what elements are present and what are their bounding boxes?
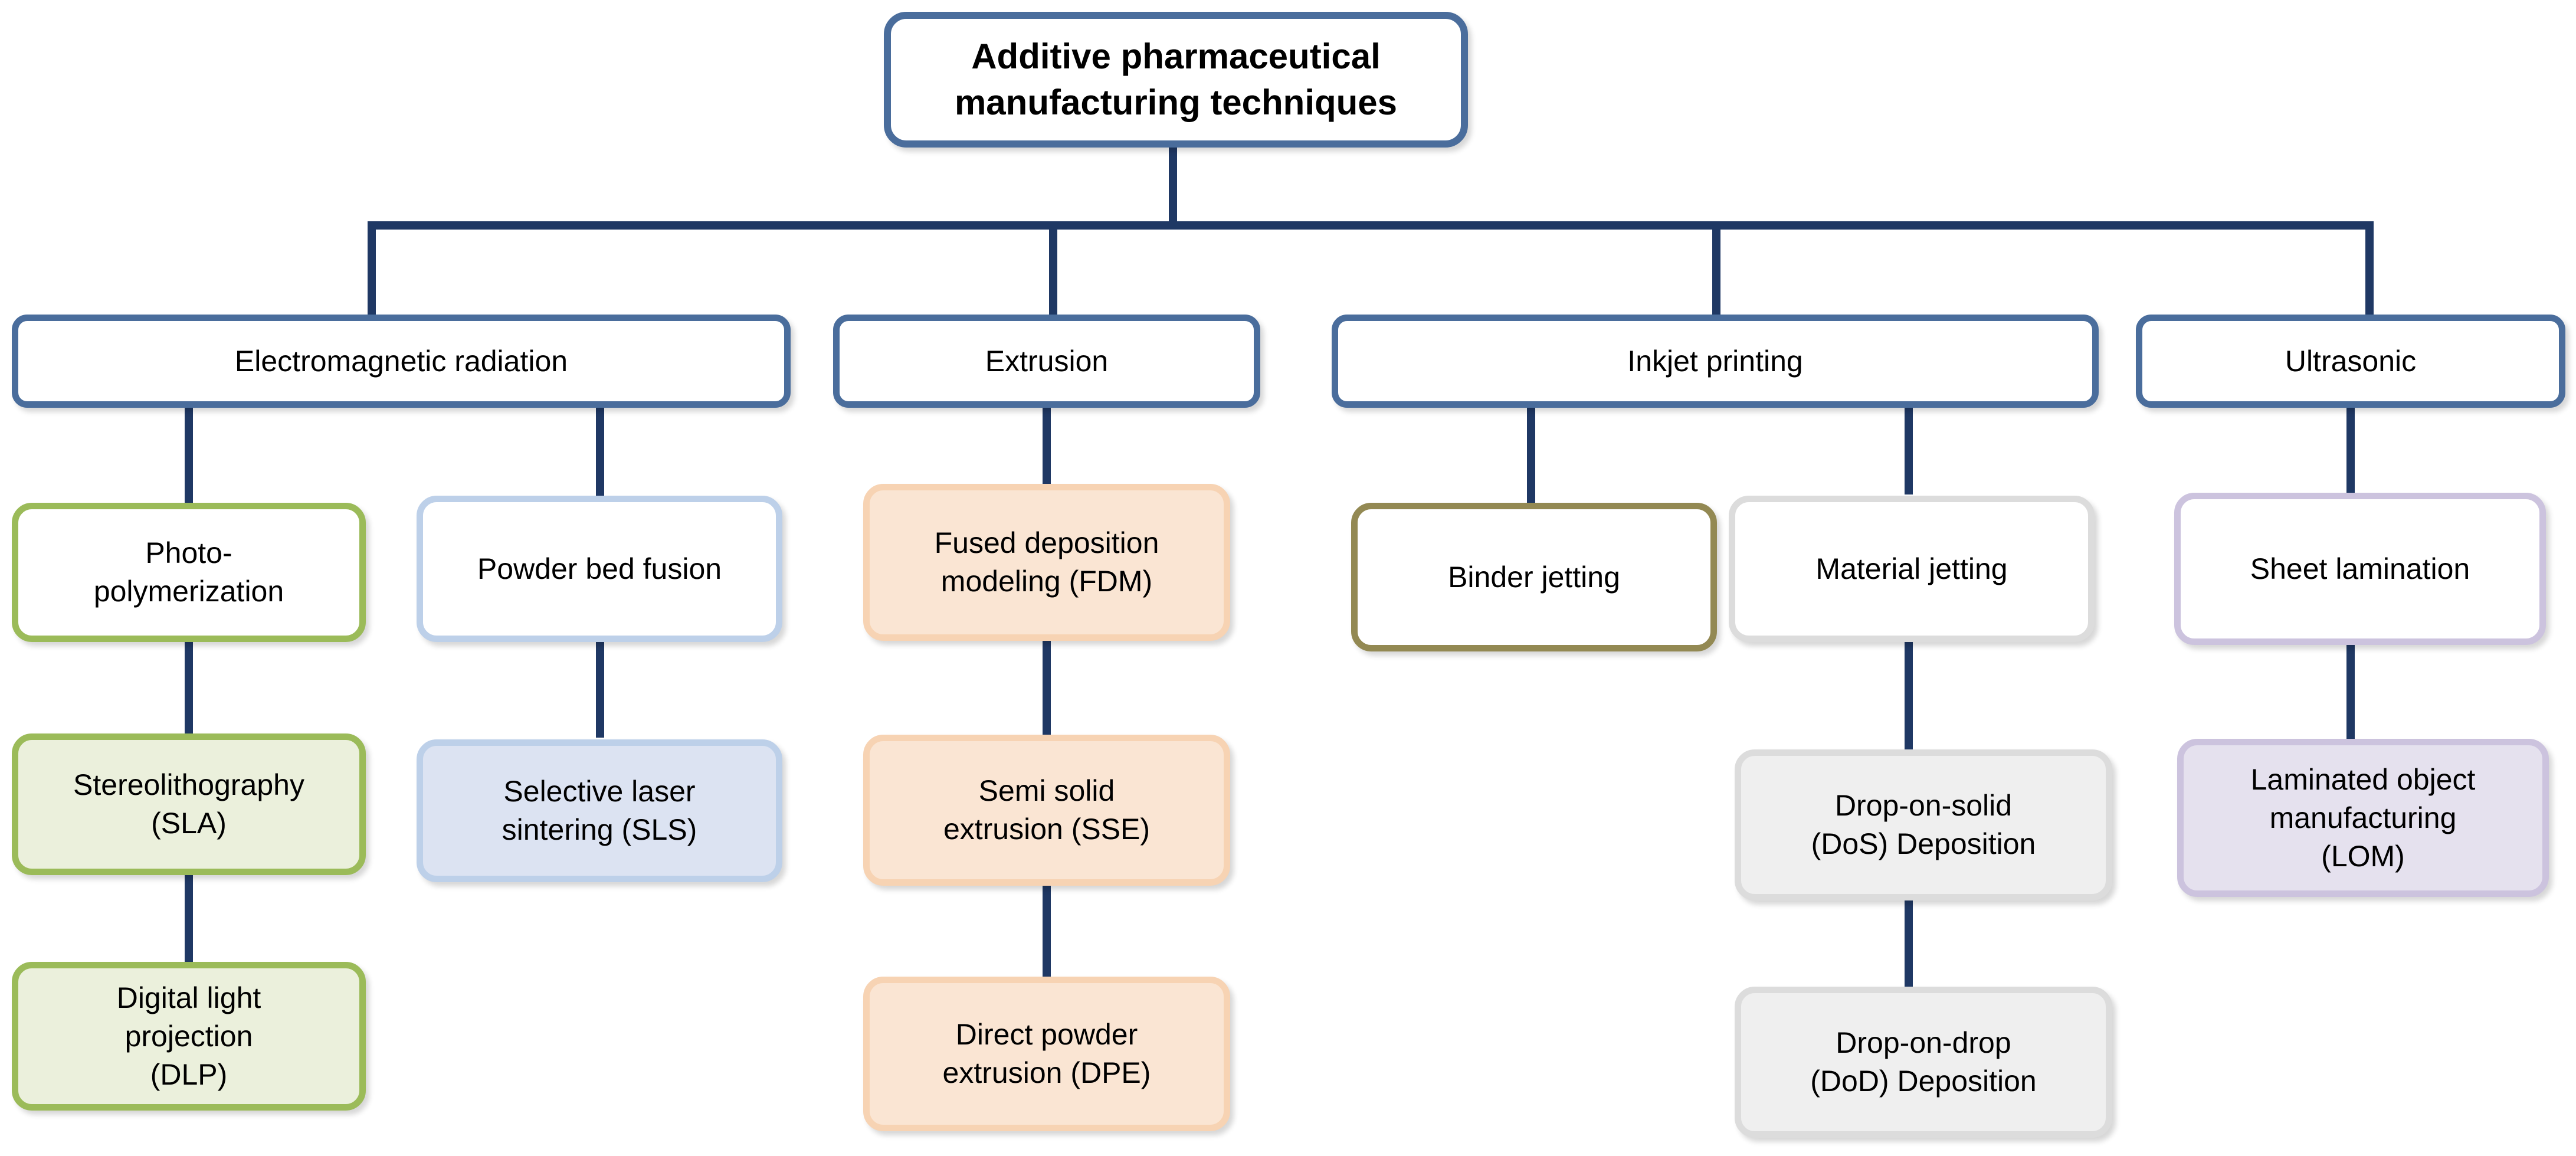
- node-extrusion-label: Extrusion: [985, 344, 1109, 378]
- connector-bar-to-inkjet-printing: [1712, 221, 1720, 319]
- node-laminated-object-manufacturing-label: Laminated object manufacturing (LOM): [2250, 762, 2476, 873]
- node-drop-on-solid-deposition-label: Drop-on-solid (DoS) Deposition: [1811, 789, 2036, 860]
- node-extrusion[interactable]: Extrusion: [833, 315, 1260, 408]
- connector-electromagnetic-to-photopolymerization: [185, 405, 193, 506]
- node-digital-light-projection[interactable]: Digital light projection (DLP): [12, 962, 366, 1111]
- connector-extrusion-to-fdm: [1043, 405, 1051, 487]
- node-laminated-object-manufacturing[interactable]: Laminated object manufacturing (LOM): [2177, 739, 2549, 897]
- node-fused-deposition-modeling[interactable]: Fused deposition modeling (FDM): [863, 484, 1230, 641]
- connector-sla-to-dlp: [185, 872, 193, 965]
- connector-root-stem: [1169, 148, 1177, 225]
- node-stereolithography[interactable]: Stereolithography (SLA): [12, 733, 366, 875]
- node-binder-jetting-label: Binder jetting: [1448, 560, 1620, 594]
- node-direct-powder-extrusion[interactable]: Direct powder extrusion (DPE): [863, 977, 1230, 1131]
- node-digital-light-projection-label: Digital light projection (DLP): [116, 981, 261, 1091]
- node-selective-laser-sintering-label: Selective laser sintering (SLS): [502, 775, 697, 846]
- node-semi-solid-extrusion[interactable]: Semi solid extrusion (SSE): [863, 735, 1230, 886]
- connector-bar-to-extrusion: [1049, 221, 1057, 319]
- connector-sse-to-dpe: [1043, 882, 1051, 980]
- node-powder-bed-fusion[interactable]: Powder bed fusion: [417, 496, 782, 642]
- connector-sheet-lamination-to-lom: [2346, 641, 2355, 751]
- node-material-jetting[interactable]: Material jetting: [1729, 496, 2095, 642]
- node-powder-bed-fusion-label: Powder bed fusion: [477, 552, 722, 585]
- node-material-jetting-label: Material jetting: [1815, 552, 2008, 585]
- connector-bar-to-ultrasonic: [2365, 221, 2374, 319]
- connector-photopolymerization-to-sla: [185, 638, 193, 738]
- node-selective-laser-sintering[interactable]: Selective laser sintering (SLS): [417, 739, 782, 882]
- node-semi-solid-extrusion-label: Semi solid extrusion (SSE): [943, 774, 1151, 846]
- node-electromagnetic-radiation[interactable]: Electromagnetic radiation: [12, 315, 791, 408]
- connector-inkjet-to-material-jetting: [1905, 405, 1913, 495]
- node-photopolymerization[interactable]: Photo- polymerization: [12, 503, 366, 642]
- node-drop-on-drop-deposition-label: Drop-on-drop (DoD) Deposition: [1810, 1026, 2037, 1098]
- connector-distribution-bar: [368, 221, 2374, 230]
- connector-electromagnetic-to-powder-bed-fusion: [596, 405, 604, 506]
- node-fused-deposition-modeling-label: Fused deposition modeling (FDM): [934, 526, 1159, 598]
- connector-bar-to-electromagnetic-radiation: [368, 221, 376, 319]
- node-ultrasonic[interactable]: Ultrasonic: [2136, 315, 2565, 408]
- connector-ultrasonic-to-sheet-lamination: [2346, 405, 2355, 495]
- node-drop-on-solid-deposition[interactable]: Drop-on-solid (DoS) Deposition: [1735, 749, 2112, 900]
- node-stereolithography-label: Stereolithography (SLA): [73, 768, 304, 840]
- node-direct-powder-extrusion-label: Direct powder extrusion (DPE): [942, 1018, 1151, 1089]
- node-photopolymerization-label: Photo- polymerization: [93, 536, 284, 608]
- node-inkjet-printing-label: Inkjet printing: [1627, 344, 1803, 378]
- node-electromagnetic-radiation-label: Electromagnetic radiation: [234, 344, 568, 378]
- connector-dos-to-dod: [1905, 897, 1913, 988]
- connector-powder-bed-fusion-to-sls: [596, 638, 604, 738]
- connector-inkjet-to-binder-jetting: [1527, 405, 1535, 506]
- node-root-additive-pharmaceutical-manufacturing-techniques[interactable]: Additive pharmaceutical manufacturing te…: [884, 12, 1468, 148]
- node-ultrasonic-label: Ultrasonic: [2285, 344, 2417, 378]
- node-inkjet-printing[interactable]: Inkjet printing: [1332, 315, 2099, 408]
- node-sheet-lamination-label: Sheet lamination: [2250, 552, 2470, 585]
- node-binder-jetting[interactable]: Binder jetting: [1351, 503, 1717, 651]
- node-sheet-lamination[interactable]: Sheet lamination: [2174, 493, 2546, 645]
- connector-fdm-to-sse: [1043, 637, 1051, 739]
- node-root-label: Additive pharmaceutical manufacturing te…: [954, 37, 1398, 122]
- connector-material-jetting-to-dos: [1905, 638, 1913, 751]
- node-drop-on-drop-deposition[interactable]: Drop-on-drop (DoD) Deposition: [1735, 987, 2112, 1138]
